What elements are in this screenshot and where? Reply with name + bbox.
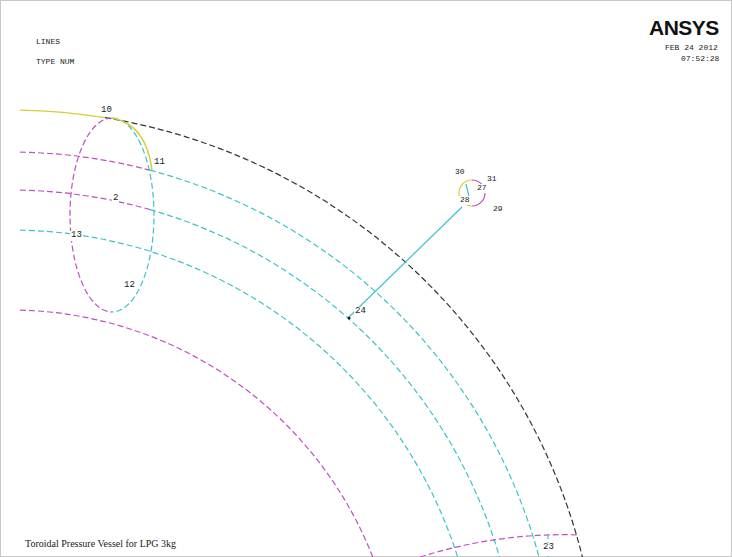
keypoint-number: 11 <box>153 158 166 168</box>
section-right <box>112 118 154 312</box>
cross-section <box>70 118 154 312</box>
timestamp: 07:52:28 <box>680 55 720 64</box>
keypoint-number: 12 <box>123 281 136 291</box>
keypoint-number: 31 <box>486 175 498 184</box>
header-text: TYPE NUM <box>35 58 75 67</box>
lower-arc <box>420 535 580 557</box>
outer-arc-yellow <box>20 110 105 118</box>
section-left <box>70 118 112 312</box>
arc-magenta <box>20 152 150 170</box>
nozzle-line <box>349 207 462 317</box>
outer-arc <box>105 118 582 557</box>
arc-magenta <box>20 190 150 210</box>
plot-caption: Toroidal Pressure Vessel for LPG 3kg <box>24 538 177 549</box>
keypoint-number: 2 <box>112 194 119 204</box>
logo-text: ANSYS <box>648 16 720 39</box>
keypoint-dot <box>348 317 351 320</box>
nozzle <box>348 180 486 320</box>
keypoint-number: 29 <box>492 205 504 214</box>
keypoint-number: 23 <box>542 543 555 553</box>
keypoint-number: 13 <box>70 231 83 241</box>
lower-detail <box>420 535 580 557</box>
keypoint-number: 24 <box>354 307 367 317</box>
keypoint-number: 27 <box>476 184 488 193</box>
header-text: LINES <box>35 38 61 47</box>
timestamp: FEB 24 2012 <box>664 44 719 53</box>
keypoint-number: 28 <box>459 196 471 205</box>
nozzle-circle-left <box>459 180 472 206</box>
keypoint-number: 30 <box>454 168 466 177</box>
section-top-yellow <box>112 118 152 170</box>
arc-cyan <box>150 210 500 557</box>
arc-cyan <box>20 230 458 557</box>
inner-arc <box>20 310 373 557</box>
keypoint-number: 10 <box>100 106 113 116</box>
torus-arcs <box>20 110 582 557</box>
